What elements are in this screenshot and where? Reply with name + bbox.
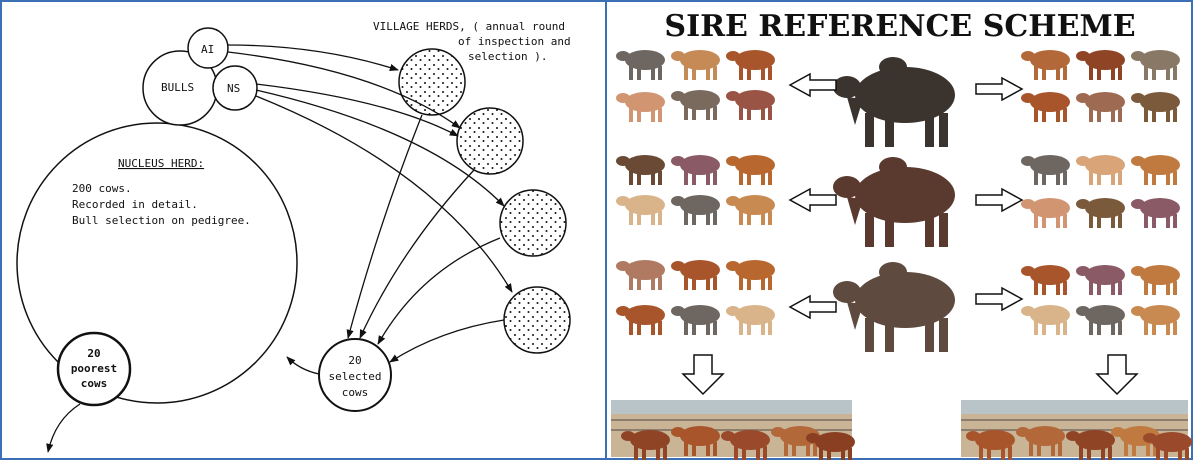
village-herd-4	[504, 287, 570, 353]
arrow-down-right	[1097, 355, 1137, 394]
village-herds-label-line1: VILLAGE HERDS, ( annual round	[373, 20, 565, 33]
selected-cows-line3: cows	[342, 386, 369, 399]
arrow-herd-4-to-selected	[390, 320, 504, 362]
village-herd-3	[500, 190, 566, 256]
row1-left-cows	[616, 50, 775, 122]
right-panel-scheme: SIRE REFERENCE SCHEME	[611, 9, 1192, 460]
arrow-herd-3-to-selected	[378, 238, 500, 344]
poorest-cows-line1: 20	[87, 347, 100, 360]
selected-cows-line1: 20	[348, 354, 361, 367]
scheme-title: SIRE REFERENCE SCHEME	[664, 9, 1135, 44]
arrow-right-row3	[976, 288, 1022, 310]
village-herd-1	[399, 49, 465, 115]
selected-cows-line2: selected	[329, 370, 382, 383]
ns-label: NS	[227, 82, 240, 95]
poorest-cows-line3: cows	[81, 377, 108, 390]
cattle-yard-photo-right	[961, 400, 1192, 460]
left-panel-diagram: BULLS AI NS VILLAGE HERDS, ( annual roun…	[17, 20, 571, 452]
bull-2	[833, 157, 955, 247]
row2-right-cows	[1021, 155, 1180, 228]
bull-3	[833, 262, 955, 352]
nucleus-herd-line2: Recorded in detail.	[72, 198, 198, 211]
arrow-herd-1-to-selected	[348, 115, 422, 338]
arrow-poorest-out	[48, 404, 80, 452]
village-herds-label-line2: of inspection and	[458, 35, 571, 48]
poorest-cows-line2: poorest	[71, 362, 117, 375]
row2-left-cows	[616, 155, 775, 225]
arrow-right-row1	[976, 78, 1022, 100]
bulls-label: BULLS	[161, 81, 194, 94]
arrow-herd-2-to-selected	[360, 170, 474, 338]
cattle-yard-photo-left	[611, 400, 855, 460]
village-herd-2	[457, 108, 523, 174]
ai-label: AI	[201, 43, 214, 56]
row1-right-cows	[1021, 50, 1180, 122]
row3-left-cows	[616, 260, 775, 335]
arrow-down-left	[683, 355, 723, 394]
nucleus-herd-title: NUCLEUS HERD:	[118, 157, 204, 170]
nucleus-herd-line1: 200 cows.	[72, 182, 132, 195]
arrow-left-row1	[790, 74, 836, 96]
bull-1	[833, 57, 955, 147]
arrow-left-row3	[790, 296, 836, 318]
nucleus-herd-line3: Bull selection on pedigree.	[72, 214, 251, 227]
arrow-right-row2	[976, 189, 1022, 211]
row3-right-cows	[1021, 265, 1180, 335]
arrow-left-row2	[790, 189, 836, 211]
arrow-selected-to-nucleus	[287, 357, 319, 374]
village-herds-label-line3: selection ).	[468, 50, 547, 63]
